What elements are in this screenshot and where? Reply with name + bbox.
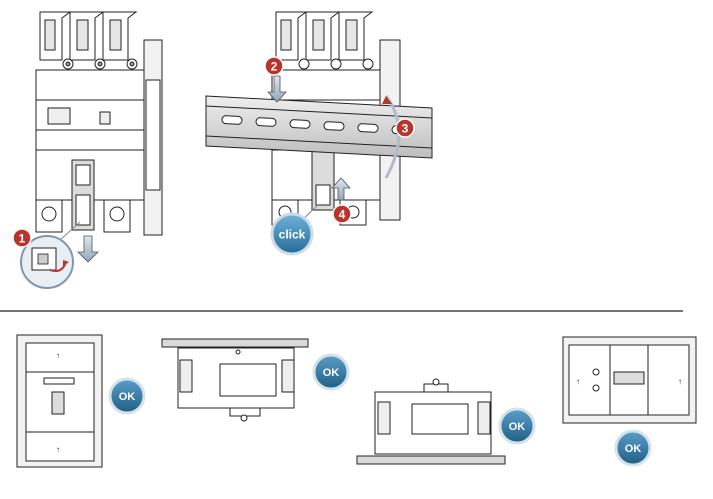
din-rail	[205, 95, 433, 159]
pull-down-arrow	[77, 235, 99, 263]
step-4-callout: 4	[332, 204, 352, 224]
step-4-arrow	[331, 177, 351, 201]
step-3-callout: 3	[395, 118, 415, 138]
latch-detail-magnifier	[20, 221, 81, 289]
ok-badge-3: OK	[498, 407, 536, 445]
step-2-number: 2	[271, 60, 278, 74]
click-badge: click	[270, 204, 319, 256]
click-label: click	[279, 228, 306, 242]
ok-label-1: OK	[119, 391, 136, 403]
step-4-number: 4	[339, 208, 346, 222]
breaker-left	[35, 11, 163, 236]
svg-text:↑: ↑	[576, 377, 580, 386]
step-1-callout: 1	[12, 228, 32, 248]
step-3-number: 3	[402, 122, 409, 136]
step-1-number: 1	[19, 232, 26, 246]
ok-label-3: OK	[509, 421, 526, 433]
ok-badge-1: OK	[108, 377, 146, 415]
orientation-horizontal: ↑ ↑	[562, 336, 697, 424]
ok-label-2: OK	[323, 367, 340, 379]
orientation-vertical-front: ↑ ↑	[16, 334, 103, 468]
svg-text:↑: ↑	[56, 351, 60, 360]
ok-label-4: OK	[625, 443, 642, 455]
svg-text:↑: ↑	[56, 445, 60, 454]
ok-badge-2: OK	[312, 353, 350, 391]
orientation-ceiling	[161, 338, 309, 422]
step-2-callout: 2	[264, 56, 284, 76]
orientation-floor	[356, 378, 506, 465]
ok-badge-4: OK	[614, 429, 652, 467]
step-2-arrow	[267, 75, 287, 103]
svg-text:↑: ↑	[678, 377, 682, 386]
